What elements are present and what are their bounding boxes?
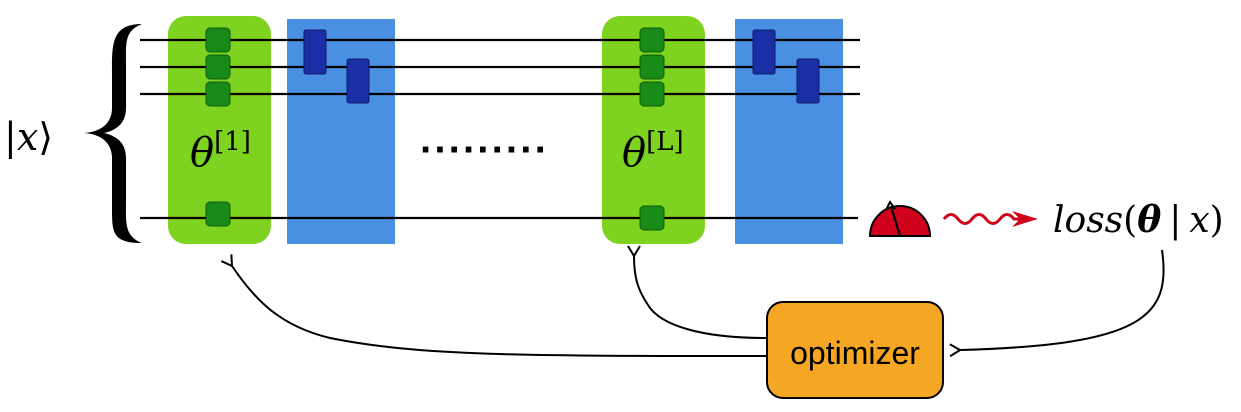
rotation-gate — [639, 81, 665, 107]
ket-bar: | — [4, 115, 17, 159]
wavy-arrow-icon — [942, 211, 1038, 227]
rotation-gate — [205, 54, 231, 80]
ket-symbol: x — [17, 115, 38, 159]
entangler-block-L — [735, 19, 843, 244]
loss-to-optimizer-arrow — [949, 249, 1165, 358]
layer-label-1: θ[1] — [190, 127, 251, 176]
parameter-block-L — [602, 16, 705, 244]
left-brace-icon — [84, 24, 142, 243]
rotation-gate — [205, 81, 231, 107]
layer-superscript: [1] — [214, 127, 251, 157]
loss-close-paren: ) — [1210, 200, 1224, 241]
meter-icon — [868, 200, 932, 237]
entangling-gate — [796, 58, 820, 104]
input-state-label: |x⟩ — [4, 115, 53, 159]
optimizer-to-layer-L-arrow — [627, 245, 767, 339]
rotation-gate — [639, 54, 665, 80]
optimizer-box — [766, 301, 944, 399]
rotation-gate — [205, 201, 231, 227]
entangling-gate — [303, 29, 327, 75]
loss-theta: θ — [1137, 199, 1161, 241]
ket-angle: ⟩ — [38, 115, 53, 159]
layer-symbol: θ — [190, 130, 214, 176]
layer-symbol: θ — [622, 130, 646, 176]
layer-superscript: [L] — [646, 127, 684, 157]
rotation-gate — [639, 205, 665, 231]
optimizer-label: optimizer — [790, 335, 920, 371]
entangling-gate — [346, 58, 370, 104]
loss-name: loss — [1053, 200, 1123, 241]
optimizer-to-layer-1-arrow — [221, 254, 767, 357]
rotation-gate — [639, 27, 665, 53]
loss-given: | — [1169, 200, 1181, 241]
loss-open-paren: ( — [1123, 200, 1137, 241]
layer-label-L: θ[L] — [622, 127, 684, 176]
entangling-gate — [752, 29, 776, 75]
layer-ellipsis: ········· — [420, 128, 549, 172]
loss-x: x — [1189, 200, 1209, 241]
loss-label: loss(θ|x) — [1053, 199, 1224, 241]
entangler-block-1 — [287, 19, 395, 244]
rotation-gate — [205, 27, 231, 53]
parameter-block-1 — [168, 16, 271, 244]
